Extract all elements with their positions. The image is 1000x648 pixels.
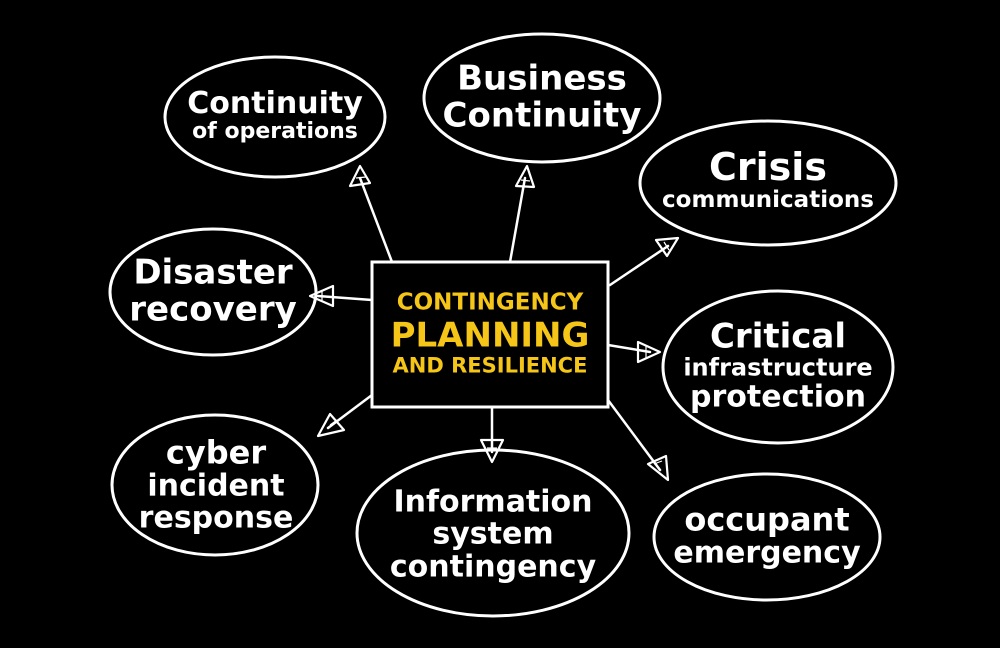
arrowhead-crisis-communications	[654, 236, 680, 258]
arrowhead-occupant-emergency	[646, 454, 670, 482]
node-outline-cyber-incident-response	[110, 413, 320, 557]
node-outline-information-system-contingency	[355, 448, 631, 618]
node-label-line: emergency	[673, 535, 861, 571]
node-disaster-recovery: Disaster recovery	[129, 254, 297, 327]
connector-business-continuity	[508, 176, 527, 264]
node-label-line: infrastructure	[683, 353, 873, 382]
arrowhead-critical-infrastructure-protection	[636, 340, 662, 364]
node-outlines	[108, 32, 898, 618]
node-information-system-contingency: Information system contingency	[389, 484, 597, 585]
connector-continuity-of-operations	[358, 176, 394, 264]
node-label-line: communications	[662, 187, 874, 214]
connector-occupant-emergency	[606, 398, 662, 472]
node-label-line: response	[138, 500, 294, 536]
node-label-line: Crisis	[709, 145, 827, 190]
connectors	[316, 176, 670, 472]
arrowhead-disaster-recovery	[308, 284, 335, 308]
node-label-line: Continuity	[187, 85, 363, 121]
node-label-line: Business	[457, 58, 627, 99]
connector-crisis-communications	[608, 244, 670, 287]
node-business-continuity: Business Continuity	[443, 60, 642, 133]
node-outline-critical-infrastructure-protection	[661, 289, 895, 445]
connector-critical-infrastructure-protection	[606, 343, 652, 354]
center-topic-line-1: CONTINGENCY	[396, 289, 584, 316]
connector-cyber-incident-response	[326, 393, 374, 430]
node-label-line: system	[432, 516, 554, 552]
node-label-line: cyber	[165, 433, 267, 472]
node-outline-occupant-emergency	[652, 472, 882, 602]
node-label-line: contingency	[389, 549, 597, 585]
node-label-line: of operations	[192, 119, 358, 145]
node-label-line: Disaster	[133, 252, 293, 293]
node-label-line: recovery	[129, 289, 297, 329]
arrowhead-cyber-incident-response	[316, 412, 346, 438]
connector-disaster-recovery	[316, 294, 374, 302]
center-topic: CONTINGENCY PLANNING AND RESILIENCE	[391, 290, 590, 377]
node-label-line: Information	[393, 484, 593, 520]
node-occupant-emergency: occupant emergency	[673, 500, 861, 571]
node-crisis-communications: Crisis communications	[662, 147, 874, 213]
node-continuity-of-operations: Continuity of operations	[187, 85, 363, 145]
node-label-line: protection	[690, 379, 866, 415]
node-label-line: Critical	[709, 316, 847, 357]
node-label-line: occupant	[684, 500, 850, 539]
arrowhead-business-continuity	[514, 164, 536, 189]
center-box	[370, 260, 610, 409]
center-topic-line-3: AND RESILIENCE	[392, 353, 588, 378]
node-outline-continuity-of-operations	[163, 55, 387, 179]
arrowhead-continuity-of-operations	[348, 164, 372, 188]
node-outline-crisis-communications	[638, 119, 898, 247]
node-critical-infrastructure-protection: Critical infrastructure protection	[683, 318, 872, 413]
node-outline-disaster-recovery	[108, 227, 318, 357]
node-label-line: Continuity	[442, 95, 642, 135]
node-label-line: incident	[147, 467, 285, 503]
center-topic-line-2: PLANNING	[390, 315, 590, 356]
node-cyber-incident-response: cyber incident response	[139, 435, 294, 534]
node-outline-business-continuity	[422, 32, 662, 164]
